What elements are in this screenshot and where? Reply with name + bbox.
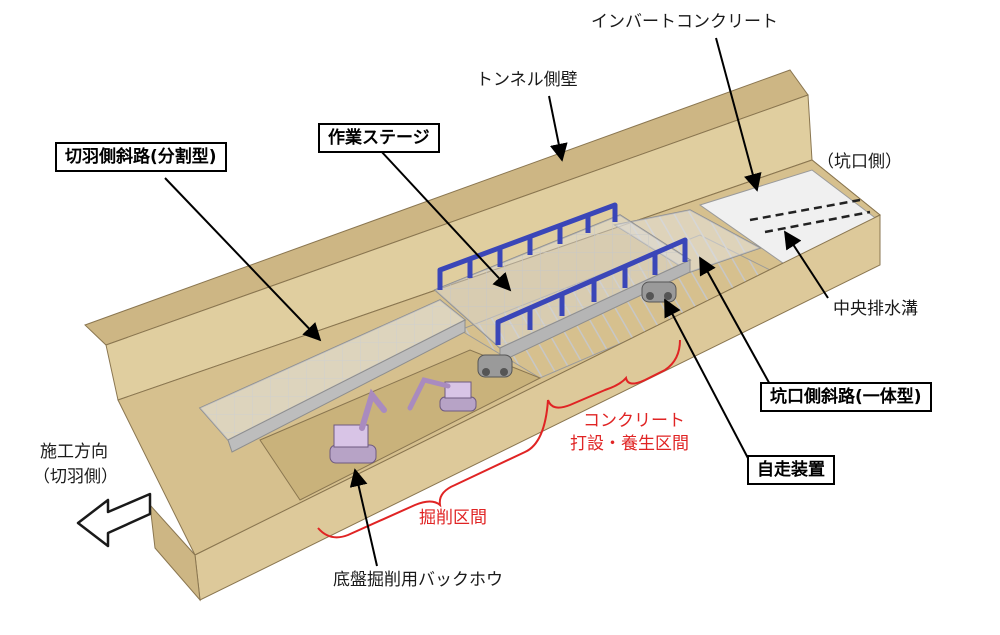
tunnel-side-wall-front	[149, 214, 881, 602]
label-direction-1: 施工方向	[40, 442, 108, 462]
backhoe-large	[329, 388, 387, 464]
label-invert-concrete: インバートコンクリート	[591, 12, 778, 32]
excavation-section-bracket	[317, 399, 549, 539]
label-portal-side: （坑口側）	[817, 152, 902, 172]
self-propelled-units	[477, 281, 677, 378]
label-self-propelled: 自走装置	[747, 455, 835, 485]
label-backhoe: 底盤掘削用バックホウ	[333, 570, 503, 590]
leader-lines	[164, 37, 829, 567]
concrete-section-bracket	[547, 339, 681, 409]
face-side-ramp	[198, 299, 467, 453]
label-concrete-section-1: コンクリート	[583, 411, 685, 431]
label-direction-2: （切羽側）	[33, 467, 118, 487]
label-excavation-section: 掘削区間	[419, 508, 487, 528]
label-tunnel-wall: トンネル側壁	[476, 70, 578, 90]
label-concrete-section-2: 打設・養生区間	[570, 434, 689, 454]
stage-handrails	[437, 202, 688, 345]
backhoe-small	[407, 377, 477, 412]
label-center-drain: 中央排水溝	[833, 299, 918, 319]
label-work-stage: 作業ステージ	[318, 123, 440, 153]
construction-direction-arrow	[76, 492, 152, 548]
label-portal-side-ramp: 坑口側斜路(一体型)	[760, 382, 932, 412]
label-face-side-ramp: 切羽側斜路(分割型)	[55, 142, 227, 172]
